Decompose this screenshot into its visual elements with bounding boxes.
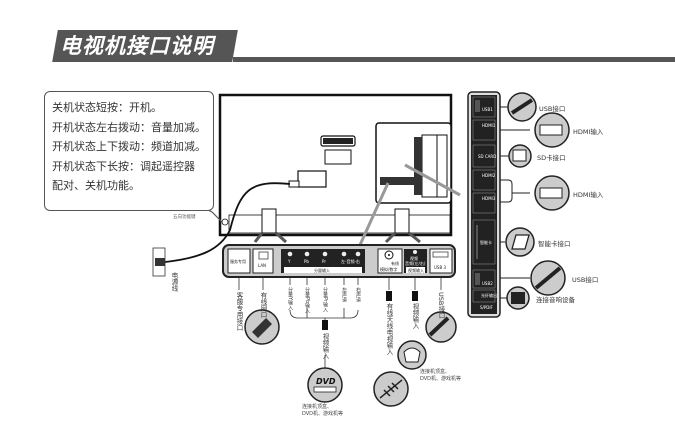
label-left-channel: 左声道 — [341, 287, 347, 302]
component-group-label: 分量输入 — [314, 268, 330, 273]
right-label-usb1: USB接口 — [539, 105, 566, 113]
svg-text:DVD: DVD — [316, 377, 336, 386]
callout-line: 关机状态短按：开机。 — [52, 101, 162, 114]
callout-line: 开机状态上下拨动：频道加减。 — [52, 140, 206, 153]
tv-back-panel — [218, 93, 461, 246]
component-jack-pr: Pr — [322, 259, 326, 264]
callout-line: 开机状态下长按：调起遥控器 — [52, 159, 195, 173]
title-rule — [233, 57, 675, 62]
right-label-sd: SD卡接口 — [537, 154, 566, 162]
right-label-hdmi1: HDMI输入 — [573, 128, 604, 136]
label-component-pb: 分量Pb输入 — [304, 287, 310, 314]
coax-plug-icon — [386, 291, 392, 301]
callout-line: 配对、关机功能。 — [52, 179, 140, 192]
service-port-label: 服务专用 — [230, 259, 246, 264]
page-title: 电视机接口说明 — [60, 34, 214, 58]
component-jack-pb: Pb — [304, 259, 309, 264]
label-service-port: 客服专用接口 — [235, 292, 243, 331]
right-label-hdmi2: HDMI输入 — [573, 191, 604, 199]
power-cable-label: 电源线 — [170, 272, 178, 292]
label-lan-port: 有线网口 — [259, 292, 267, 318]
right-label-smartcard: 智能卡接口 — [538, 240, 571, 248]
label-component-pr: 分量Pr输入 — [322, 287, 328, 312]
side-port-hdmi3: HDMI3 — [482, 196, 496, 201]
antenna-port-sub: 模拟/数字 — [380, 267, 398, 272]
side-port-spdif: S/PDIF — [480, 305, 493, 310]
side-port-smartcard: 智能卡 — [480, 240, 492, 245]
side-connector-panel — [467, 91, 501, 318]
antenna-port-label: 有线 — [391, 261, 399, 266]
label-right-channel: 右声道 — [355, 287, 361, 302]
usb3-label: USB 3 — [434, 265, 447, 270]
side-port-usb1: USB1 — [482, 107, 493, 112]
video-group-label: 视频输入 — [408, 268, 424, 273]
power-cable — [164, 182, 291, 263]
right-label-audio: 连接音响设备 — [536, 296, 575, 304]
rca-plug-icon — [322, 320, 328, 330]
label-video-input: 视频输入 — [411, 303, 419, 329]
side-port-sd: SD CARD — [478, 154, 497, 159]
dvd-caption: 连接机顶盒、 DVD机、游戏机等 — [302, 404, 343, 418]
dvd-caption-line: DVD机、游戏机等 — [302, 411, 344, 417]
video-port-sub: 音频(左/右) — [405, 261, 426, 266]
lan-port-label: LAN — [258, 263, 267, 268]
side-port-usb2: USB2 — [482, 281, 493, 286]
gamepad-caption: 连接机顶盒、 DVD机、游戏机等 — [420, 369, 461, 383]
side-port-hdmi2: HDMI2 — [482, 173, 496, 178]
callout-line: 开机状态左右拨动：音量加减。 — [52, 120, 206, 134]
gamepad-caption-line: 连接机顶盒、 — [420, 369, 451, 375]
callout-text: 关机状态短按：开机。 开机状态左右拨动：音量加减。 开机状态上下拨动：频道加减。… — [52, 98, 206, 196]
gamepad-caption-line: DVD机、游戏机等 — [420, 376, 462, 382]
component-jack-y: Y — [288, 259, 291, 264]
audio-jack-lr: 左-音频-右 — [341, 259, 360, 264]
joystick-label: 五向功能键 — [173, 215, 196, 220]
side-port-optical: 光纤输出 — [481, 293, 497, 298]
label-component-y: 分量Y输入 — [287, 287, 293, 311]
video-port-top: 视频 — [410, 256, 418, 261]
label-antenna-input: 有线天线电视输入 — [385, 303, 393, 355]
dvd-caption-line: 连接机顶盒、 — [302, 404, 333, 410]
side-leader-lines — [500, 106, 530, 299]
dvd-icon — [307, 367, 343, 403]
label-usb-port: USB接口 — [437, 292, 445, 319]
bottom-connector-panel — [222, 244, 456, 278]
av-plug-icon — [412, 291, 418, 301]
av-input-label: 视频输入 — [321, 333, 329, 359]
right-label-usb2: USB接口 — [572, 276, 599, 284]
joystick-callout — [44, 91, 214, 211]
side-port-hdmi1: HDMI1 — [482, 123, 496, 128]
